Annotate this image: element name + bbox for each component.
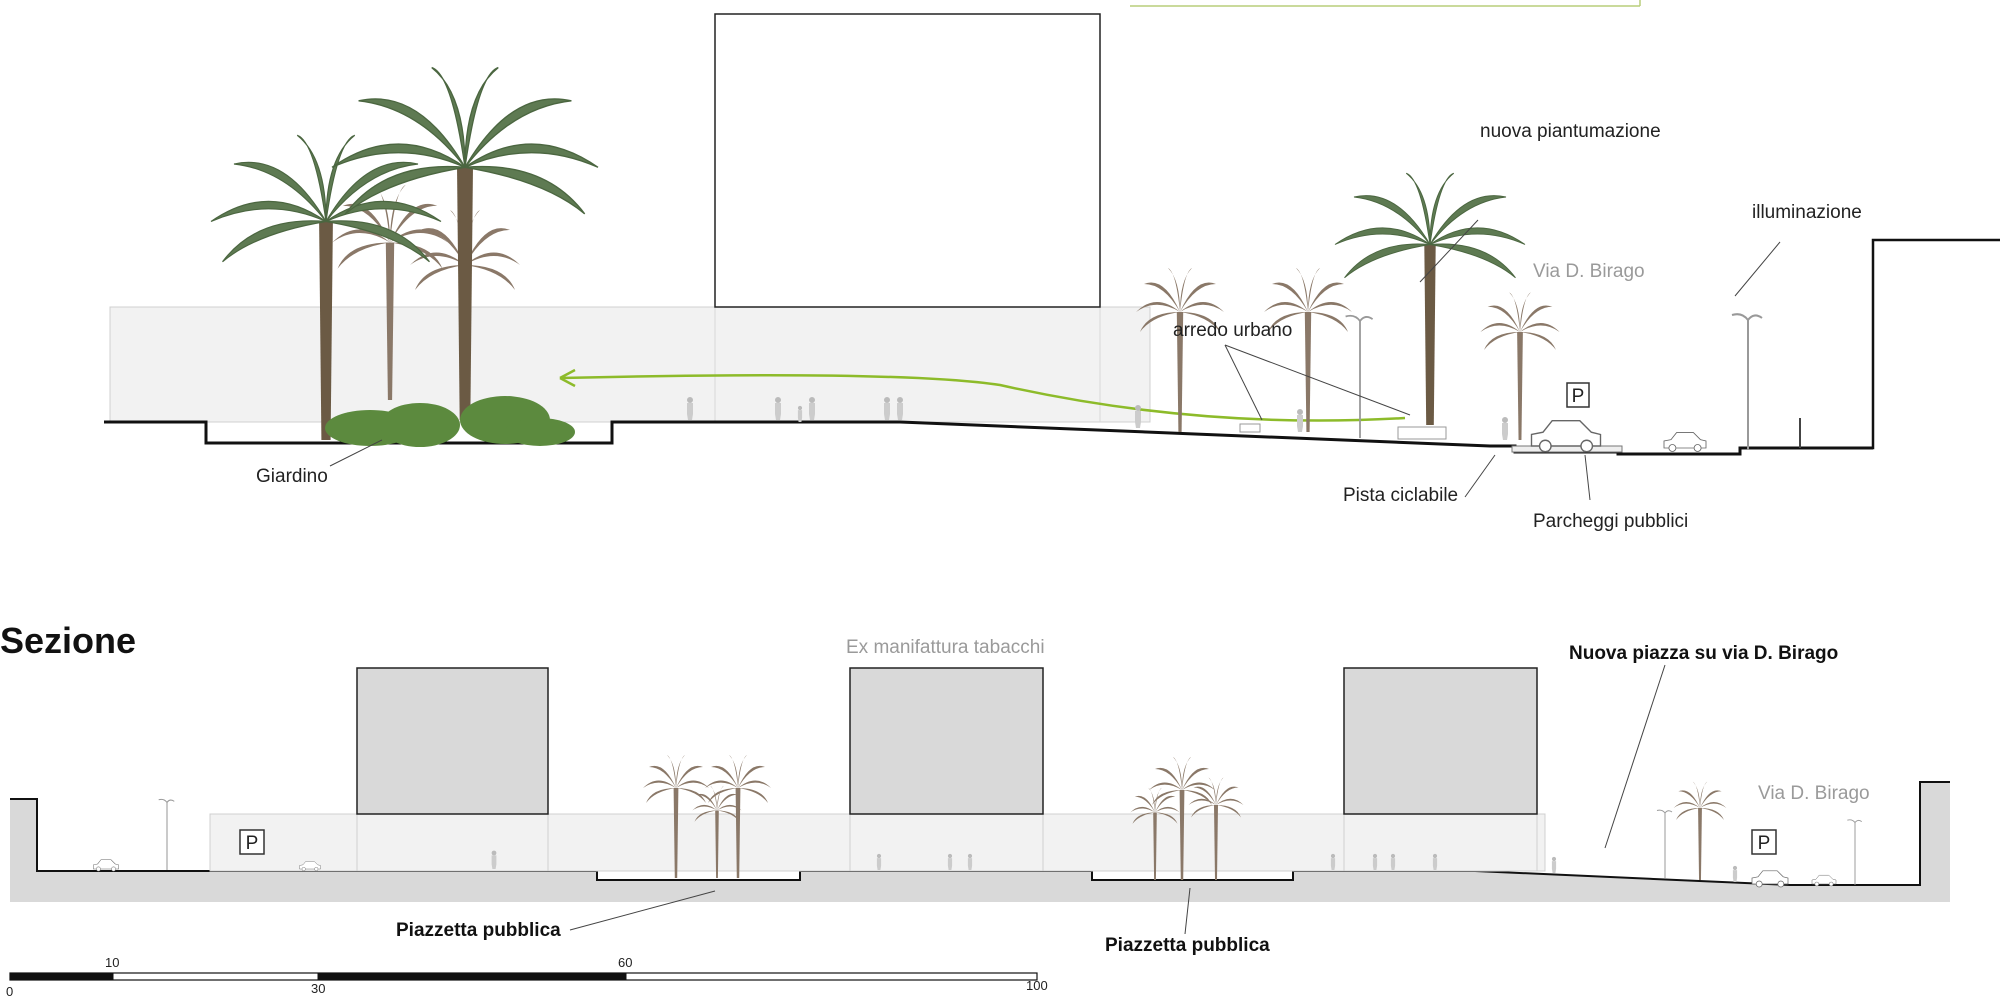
- scale-tick-100: 100: [1026, 978, 1048, 993]
- label-piazzetta-2: Piazzetta pubblica: [1105, 935, 1270, 956]
- scale-segment-0-10: [10, 973, 113, 980]
- parking-sign-upper: [1566, 382, 1590, 408]
- street-palms: [1136, 172, 1560, 440]
- scale-tick-30: 30: [311, 981, 325, 996]
- label-giardino: Giardino: [256, 466, 328, 487]
- pedestrian-path-arrow: [559, 373, 1406, 422]
- label-nuova-piazza: Nuova piazza su via D. Birago: [1569, 643, 1838, 664]
- parking-sign-lower-left-label: P: [246, 833, 259, 854]
- label-arredo-urbano: arredo urbano: [1173, 320, 1292, 341]
- upper-section: P nuova piantumazione illuminazione Via …: [104, 0, 2000, 532]
- label-piazzetta-1: Piazzetta pubblica: [396, 920, 561, 941]
- lower-building-2: [849, 667, 1044, 815]
- label-nuova-piantumazione: nuova piantumazione: [1480, 121, 1661, 142]
- label-via-birago-upper: Via D. Birago: [1533, 261, 1645, 282]
- label-pista-ciclabile: Pista ciclabile: [1343, 485, 1458, 506]
- scale-segment-30-60: [318, 973, 626, 980]
- building-facade: [109, 306, 1151, 423]
- parking-sign-lower-right-label: P: [1758, 833, 1771, 854]
- lower-section: Ex manifattura tabacchi Nuova piazza su …: [10, 637, 1950, 956]
- section-title: Sezione: [0, 620, 136, 661]
- parking-sign-lower-left: [239, 829, 265, 855]
- label-ex-manifattura: Ex manifattura tabacchi: [846, 637, 1045, 658]
- scale-bar: 0 10 30 60 100: [6, 955, 1048, 998]
- tall-building: [714, 13, 1101, 308]
- scale-tick-10: 10: [105, 955, 119, 970]
- upper-ground-line: [104, 420, 1873, 456]
- scale-tick-0: 0: [6, 984, 13, 998]
- label-illuminazione: illuminazione: [1752, 202, 1862, 223]
- parking-sign-lower-right: [1751, 829, 1777, 855]
- garden-palms: [210, 66, 599, 447]
- lower-building-1: [356, 667, 549, 815]
- right-building-profile: [1870, 238, 2000, 450]
- label-via-birago-lower: Via D. Birago: [1758, 783, 1870, 804]
- lower-building-3: [1343, 667, 1538, 815]
- parking-sign-upper-label: P: [1572, 386, 1585, 407]
- label-parcheggi-pubblici: Parcheggi pubblici: [1533, 511, 1688, 532]
- scale-tick-60: 60: [618, 955, 632, 970]
